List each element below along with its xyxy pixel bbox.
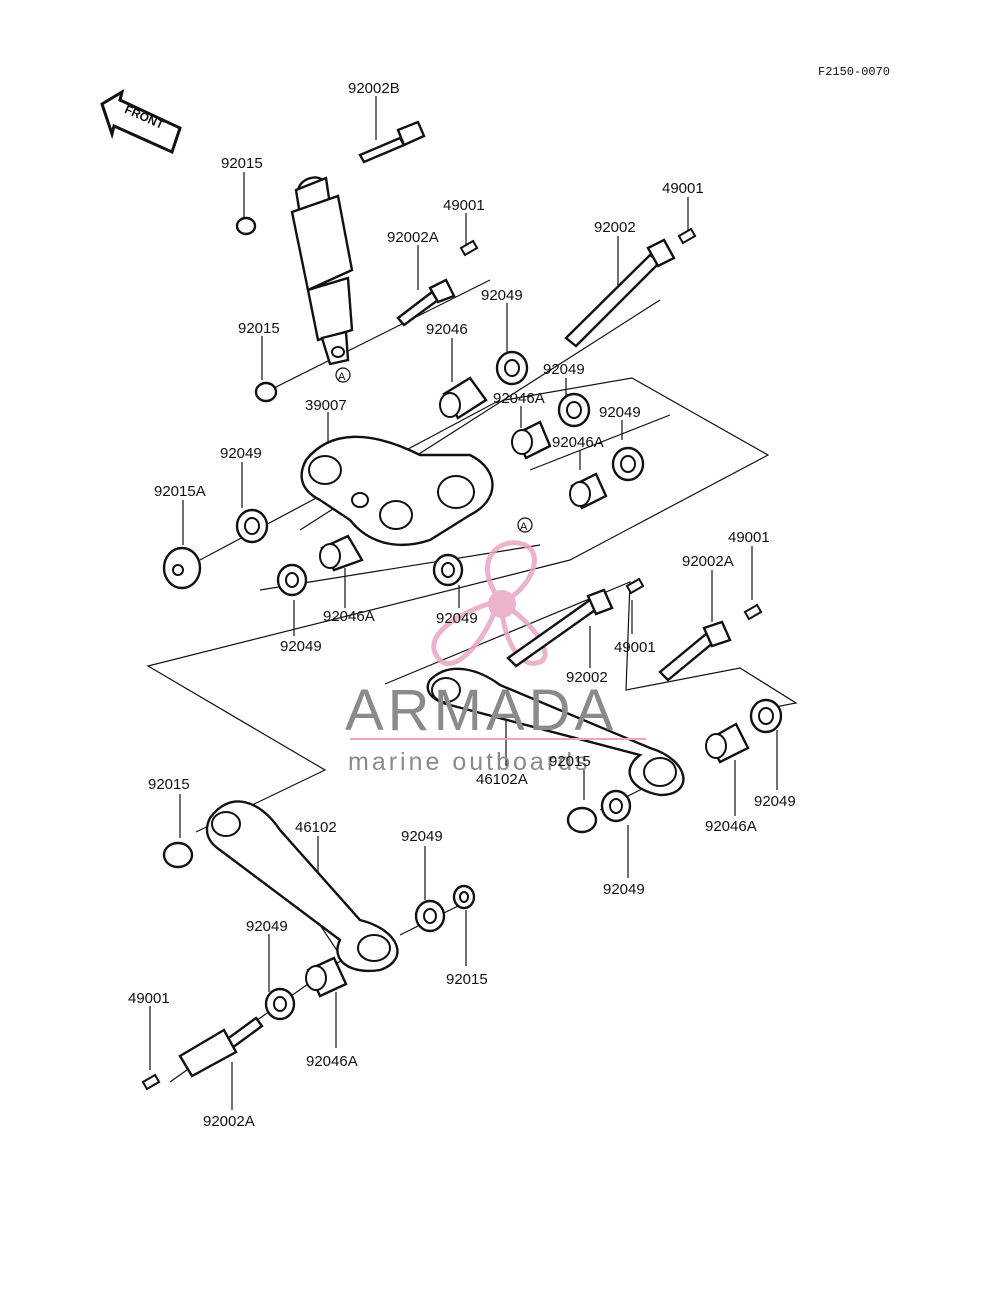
rocker-arm-39007 bbox=[300, 435, 494, 547]
tie-rod-46102a bbox=[426, 667, 685, 797]
shock-absorber bbox=[290, 176, 354, 366]
callout-label: 92015 bbox=[238, 320, 280, 337]
callout-label: 92049 bbox=[603, 881, 645, 898]
callout-label: 92002B bbox=[348, 80, 400, 97]
callout-label: 92002A bbox=[387, 229, 439, 246]
bushing-icon bbox=[305, 376, 750, 998]
ref-mark-label: A bbox=[338, 371, 346, 383]
callout-label: 49001 bbox=[128, 990, 170, 1007]
seal-icon bbox=[235, 350, 783, 1021]
nut-icon bbox=[162, 216, 598, 910]
callout-label: 92049 bbox=[599, 404, 641, 421]
callout-label: 49001 bbox=[443, 197, 485, 214]
grease-nipple-icon bbox=[141, 227, 763, 1091]
callout-label: 92002A bbox=[203, 1113, 255, 1130]
callout-label: 92002 bbox=[594, 219, 636, 236]
callout-label: 92049 bbox=[436, 610, 478, 627]
callouts: 92002B 92015 49001 92002A 92002 49001 92… bbox=[128, 80, 796, 1130]
callout-label: 92046A bbox=[323, 608, 375, 625]
watermark-tagline: marine outboards bbox=[348, 748, 591, 776]
tie-rod-46102 bbox=[205, 800, 399, 973]
callout-label: 92002 bbox=[566, 669, 608, 686]
callout-label: 92049 bbox=[481, 287, 523, 304]
callout-label: 92046A bbox=[552, 434, 604, 451]
callout-label: 92049 bbox=[246, 918, 288, 935]
callout-label: 92049 bbox=[754, 793, 796, 810]
callout-label: 39007 bbox=[305, 397, 347, 414]
callout-label: 49001 bbox=[614, 639, 656, 656]
callout-label: 46102A bbox=[476, 771, 528, 788]
figure-code: F2150-0070 bbox=[818, 65, 890, 79]
front-arrow-icon: FRONT bbox=[100, 88, 182, 155]
watermark-divider bbox=[350, 738, 646, 740]
callout-label: 92046A bbox=[306, 1053, 358, 1070]
armada-logo-icon bbox=[431, 540, 548, 666]
callout-label: 92049 bbox=[543, 361, 585, 378]
bolt-92002a-top bbox=[396, 278, 456, 327]
watermark-brand: ARMADA bbox=[345, 678, 617, 743]
callout-label: 92049 bbox=[280, 638, 322, 655]
ref-mark-icon: A A bbox=[335, 367, 533, 533]
callout-label: 92046 bbox=[426, 321, 468, 338]
bolt-92002a-right bbox=[658, 620, 732, 682]
callout-label: 49001 bbox=[662, 180, 704, 197]
bolt-92002-top bbox=[564, 238, 676, 348]
callout-label: 46102 bbox=[295, 819, 337, 836]
callout-label: 92002A bbox=[682, 553, 734, 570]
callout-label: 92015 bbox=[221, 155, 263, 172]
callout-label: 92046A bbox=[493, 390, 545, 407]
callout-label: 49001 bbox=[728, 529, 770, 546]
callout-label: 92015 bbox=[549, 753, 591, 770]
callout-label: 92015A bbox=[154, 483, 206, 500]
bolt-92002b bbox=[358, 120, 426, 164]
callout-label: 92049 bbox=[401, 828, 443, 845]
bolt-92002a-bottom bbox=[178, 1016, 264, 1078]
callout-label: 92015 bbox=[446, 971, 488, 988]
callout-label: 92049 bbox=[220, 445, 262, 462]
bolt-92002-mid bbox=[506, 588, 614, 668]
callout-label: 92015 bbox=[148, 776, 190, 793]
callout-label: 92046A bbox=[705, 818, 757, 835]
ref-mark-label: A bbox=[520, 521, 528, 533]
